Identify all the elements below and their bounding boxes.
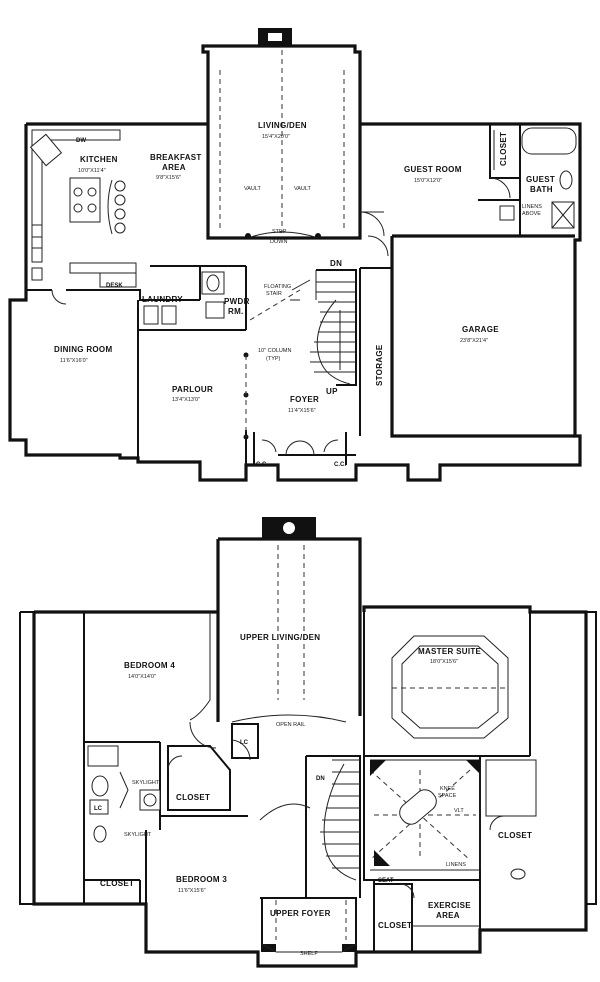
parlour-name: PARLOUR — [172, 385, 213, 394]
upper-foyer-name: UPPER FOYER — [270, 909, 331, 918]
down-label: DOWN — [270, 239, 287, 245]
bedroom-4-name: BEDROOM 4 — [124, 661, 175, 670]
breakfast-name-2: AREA — [162, 163, 186, 172]
living-den-walls — [201, 44, 362, 240]
shelf-label: SHELF — [300, 951, 318, 957]
master-suite-name: MASTER SUITE — [418, 647, 482, 656]
bedroom-3-dims: 11'6"X15'6" — [178, 888, 206, 894]
laundry-label: LAUNDRY — [142, 295, 183, 304]
upper-linens-label: LINENS — [446, 862, 466, 868]
column-typ-label: (TYP) — [266, 356, 281, 362]
seat-closet-label: CLOSET — [378, 921, 412, 930]
breakfast-dims: 9'8"X15'6" — [156, 175, 181, 181]
master-suite-dims: 18'0"X15'6" — [430, 659, 458, 665]
lc-left-label: LC — [94, 806, 103, 812]
coat-closet-right-label: C.C. — [334, 462, 346, 468]
lc-upper-label: LC — [240, 740, 249, 746]
first-floor-plan — [8, 28, 582, 482]
open-rail-label: OPEN RAIL — [276, 722, 305, 728]
garage-dims: 23'8"X21'4" — [460, 338, 488, 344]
master-closet-label: CLOSET — [498, 831, 532, 840]
kitchen-dims: 10'0"X11'4" — [78, 168, 106, 174]
bedroom-4-dims: 14'0"X14'0" — [128, 674, 156, 680]
living-den-dims: 15'4"X20'0" — [262, 134, 290, 140]
stair-label: STAIR — [266, 291, 282, 297]
vault-left-label: VAULT — [244, 186, 262, 192]
guest-closet-label: CLOSET — [499, 132, 508, 166]
linens-label: LINENS — [522, 204, 542, 210]
pwdr-rm-label: RM. — [228, 307, 244, 316]
upper-dn-label: DN — [316, 776, 325, 782]
foyer-dims: 11'4"X15'6" — [288, 408, 316, 414]
vault-right-label: VAULT — [294, 186, 312, 192]
guest-room-dims: 15'0"X12'0" — [414, 178, 442, 184]
space-label: SPACE — [438, 793, 457, 799]
vlt-label: VLT — [454, 808, 464, 814]
foyer-name: FOYER — [290, 395, 319, 404]
breakfast-name-1: BREAKFAST — [150, 153, 202, 162]
bedroom-3-name: BEDROOM 3 — [176, 875, 227, 884]
exercise-label: EXERCISE — [428, 901, 471, 910]
linens-above-label: ABOVE — [522, 211, 541, 217]
storage-label: STORAGE — [375, 344, 384, 386]
guest-bath-name-2: BATH — [530, 185, 553, 194]
bedroom-4-closet-label: CLOSET — [176, 793, 210, 802]
step-label: STEP — [272, 229, 287, 235]
dw-label: DW — [76, 138, 86, 144]
guest-room-name: GUEST ROOM — [404, 165, 462, 174]
pwdr-label: PWDR — [224, 297, 250, 306]
exercise-area-label: AREA — [436, 911, 460, 920]
second-floor-labels: UPPER LIVING/DEN BEDROOM 4 14'0"X14'0" M… — [94, 633, 532, 957]
column-label: 10" COLUMN — [258, 348, 291, 354]
first-floor-labels: DW KITCHEN 10'0"X11'4" BREAKFAST AREA 9'… — [54, 121, 555, 468]
kitchen-name: KITCHEN — [80, 155, 118, 164]
dn-label: DN — [330, 259, 342, 268]
floating-label: FLOATING — [264, 284, 291, 290]
skylight-1-label: SKYLIGHT — [132, 780, 160, 786]
dining-room-name: DINING ROOM — [54, 345, 112, 354]
knee-label: KNEE — [440, 786, 455, 792]
up-label: UP — [326, 387, 338, 396]
parlour-dims: 13'4"X13'0" — [172, 397, 200, 403]
coat-closet-left-label: C.C. — [256, 462, 268, 468]
seat-label: SEAT — [378, 878, 394, 884]
upper-living-den-name: UPPER LIVING/DEN — [240, 633, 320, 642]
garage-name: GARAGE — [462, 325, 499, 334]
dining-room-dims: 11'6"X16'0" — [60, 358, 88, 364]
guest-bath-name-1: GUEST — [526, 175, 555, 184]
second-floor-plan — [19, 517, 597, 968]
left-closet-label: CLOSET — [100, 879, 134, 888]
living-den-name: LIVING/DEN — [258, 121, 307, 130]
desk-label: DESK — [106, 283, 123, 289]
skylight-2-label: SKYLIGHT — [124, 832, 152, 838]
